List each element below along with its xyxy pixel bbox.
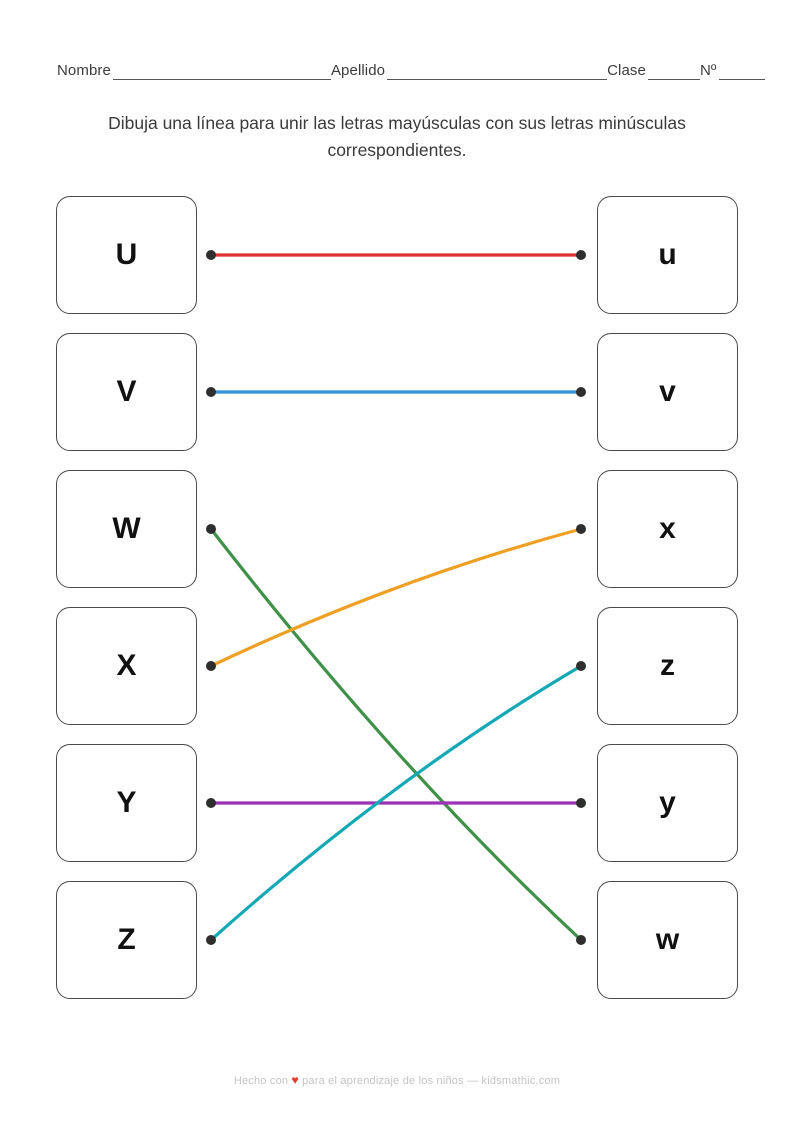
card-uppercase[interactable]: V bbox=[56, 333, 197, 451]
connection-dot[interactable] bbox=[206, 250, 216, 260]
connection-dot[interactable] bbox=[206, 661, 216, 671]
footer-credit: Hecho con ♥ para el aprendizaje de los n… bbox=[0, 1073, 794, 1087]
connection-dot[interactable] bbox=[206, 935, 216, 945]
card-uppercase[interactable]: Y bbox=[56, 744, 197, 862]
connection-line bbox=[209, 527, 583, 942]
field-input-numero[interactable] bbox=[718, 66, 765, 80]
instruction-text: Dibuja una línea para unir las letras ma… bbox=[108, 113, 686, 161]
connection-dot[interactable] bbox=[576, 250, 586, 260]
connection-line bbox=[209, 527, 583, 668]
card-lowercase[interactable]: v bbox=[597, 333, 738, 451]
field-numero: Nº bbox=[700, 62, 765, 80]
connection-dot[interactable] bbox=[576, 935, 586, 945]
footer-prefix: Hecho con bbox=[233, 1075, 289, 1087]
card-lowercase[interactable]: x bbox=[597, 470, 738, 588]
card-uppercase[interactable]: W bbox=[56, 470, 197, 588]
connection-dot[interactable] bbox=[206, 524, 216, 534]
uppercase-column: U V W X Y Z bbox=[56, 196, 197, 999]
worksheet-header: Nombre Apellido Clase Nº bbox=[57, 62, 765, 80]
footer-suffix: para el aprendizaje de los niños — kidsm… bbox=[302, 1075, 561, 1087]
matching-board: U V W X Y Z u v x z y w bbox=[0, 196, 794, 1012]
card-lowercase[interactable]: z bbox=[597, 607, 738, 725]
card-lowercase[interactable]: w bbox=[597, 881, 738, 999]
card-lowercase[interactable]: y bbox=[597, 744, 738, 862]
lowercase-column: u v x z y w bbox=[597, 196, 738, 999]
field-apellido: Apellido bbox=[330, 62, 608, 80]
connection-line bbox=[209, 664, 583, 942]
connection-dot[interactable] bbox=[206, 387, 216, 397]
connection-dot[interactable] bbox=[576, 524, 586, 534]
connection-dot[interactable] bbox=[576, 387, 586, 397]
field-label-numero: Nº bbox=[699, 62, 717, 79]
field-input-apellido[interactable] bbox=[387, 66, 608, 80]
field-nombre: Nombre bbox=[57, 62, 331, 80]
field-clase: Clase bbox=[607, 62, 700, 80]
field-label-nombre: Nombre bbox=[57, 62, 111, 79]
card-lowercase[interactable]: u bbox=[597, 196, 738, 314]
card-uppercase[interactable]: Z bbox=[56, 881, 197, 999]
field-label-apellido: Apellido bbox=[330, 62, 386, 79]
card-uppercase[interactable]: U bbox=[56, 196, 197, 314]
card-uppercase[interactable]: X bbox=[56, 607, 197, 725]
connection-dot[interactable] bbox=[576, 661, 586, 671]
field-input-clase[interactable] bbox=[647, 66, 700, 80]
connection-dot[interactable] bbox=[576, 798, 586, 808]
field-label-clase: Clase bbox=[607, 62, 646, 79]
field-input-nombre[interactable] bbox=[112, 66, 331, 80]
heart-icon: ♥ bbox=[291, 1073, 299, 1087]
connection-dot[interactable] bbox=[206, 798, 216, 808]
